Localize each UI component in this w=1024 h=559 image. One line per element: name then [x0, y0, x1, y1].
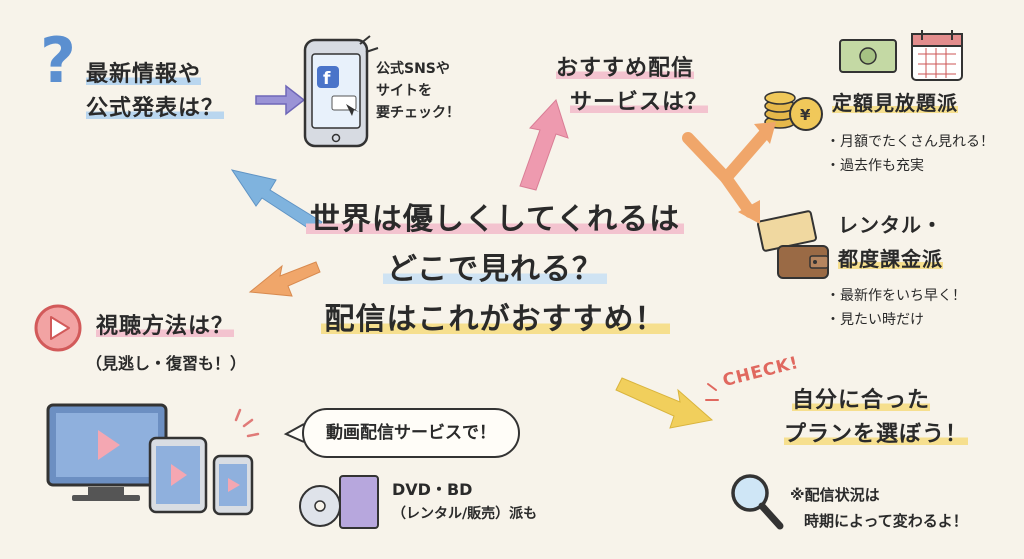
arrow-to-viewing-icon — [248, 261, 321, 297]
news-heading: 最新情報や 公式発表は？ — [86, 58, 225, 126]
center-title-line1: 世界は優しくしてくれるは — [305, 202, 685, 237]
news-heading-line2: 公式発表は？ — [86, 96, 225, 121]
branch-arrow-icon — [682, 122, 776, 224]
smartphone-icon: f — [303, 35, 379, 148]
plan-heading-line2: プランを選ぼう！ — [784, 422, 969, 447]
wallet-icon — [777, 245, 829, 279]
svg-text:¥: ¥ — [800, 106, 811, 124]
arrow-to-phone-icon — [255, 84, 306, 116]
flat-rate-bullet-1: ・月額でたくさん見れる！ — [826, 134, 994, 150]
viewing-subtitle: （見逃し・復習も！） — [86, 354, 247, 373]
streaming-heading: おすすめ配信 サービスは？ — [556, 52, 709, 120]
flat-rate-bullets: ・月額でたくさん見れる！ ・過去作も充実 — [826, 130, 994, 178]
rental-title-line2: 都度課金派 — [838, 247, 943, 271]
calendar-icon — [911, 30, 963, 81]
viewing-heading: 視聴方法は？ — [96, 310, 235, 344]
plan-heading-line1: 自分に合った — [792, 388, 931, 413]
center-title-line2: どこで見れる？ — [382, 252, 608, 287]
devices-icon — [46, 403, 260, 516]
svg-text:f: f — [323, 69, 331, 89]
arrow-to-plan-icon — [615, 377, 714, 429]
center-title-line3: 配信はこれがおすすめ！ — [320, 302, 670, 337]
rental-bullet-2: ・見たい時だけ — [826, 312, 924, 328]
arrow-to-news-icon — [230, 169, 323, 233]
streaming-heading-line1: おすすめ配信 — [556, 56, 695, 81]
center-title: 世界は優しくしてくれるは どこで見れる？ 配信はこれがおすすめ！ — [300, 195, 690, 345]
plan-heading: 自分に合った プランを選ぼう！ — [784, 384, 969, 452]
speech-bubble-tail-icon — [283, 423, 305, 443]
magnifier-icon — [731, 474, 784, 530]
check-accent-icon — [705, 383, 719, 401]
flat-rate-title: 定額見放題派 — [832, 91, 958, 115]
coins-icon: ¥ — [764, 91, 823, 131]
dvd-note-line2: （レンタル/販売）派も — [392, 506, 538, 522]
news-heading-line1: 最新情報や — [86, 62, 202, 87]
plan-note-line1: ※配信状況は — [790, 486, 880, 504]
plan-note-line2: 時期によって変わるよ！ — [804, 512, 968, 530]
svg-text:?: ? — [40, 24, 76, 97]
money-icon — [839, 39, 897, 73]
flat-rate-bullet-2: ・過去作も充実 — [826, 158, 924, 174]
rental-bullets: ・最新作をいち早く！ ・見たい時だけ — [826, 284, 966, 332]
news-note-line2: サイトを — [376, 83, 432, 99]
dvd-note-line1: DVD・BD — [392, 480, 473, 499]
rental-bullet-1: ・最新作をいち早く！ — [826, 288, 966, 304]
viewing-title: 視聴方法は？ — [96, 314, 235, 339]
dvd-note: DVD・BD （レンタル/販売）派も — [392, 478, 537, 526]
plan-note: ※配信状況は 時期によって変わるよ！ — [790, 482, 968, 534]
flat-rate-heading: 定額見放題派 — [832, 86, 958, 120]
speech-bubble: 動画配信サービスで！ — [302, 408, 520, 458]
news-note-line3: 要チェック！ — [376, 105, 460, 121]
question-mark-icon: ? — [40, 24, 76, 97]
rental-title-line1: レンタル・ — [838, 213, 943, 237]
news-note: 公式SNSや サイトを 要チェック！ — [376, 58, 460, 124]
dvd-disc-icon — [299, 475, 379, 529]
rental-heading: レンタル・ 都度課金派 — [838, 208, 943, 276]
arrow-to-streaming-icon — [519, 99, 569, 191]
streaming-heading-line2: サービスは？ — [570, 90, 709, 115]
play-button-icon — [34, 304, 82, 352]
news-note-line1: 公式SNSや — [376, 61, 450, 77]
